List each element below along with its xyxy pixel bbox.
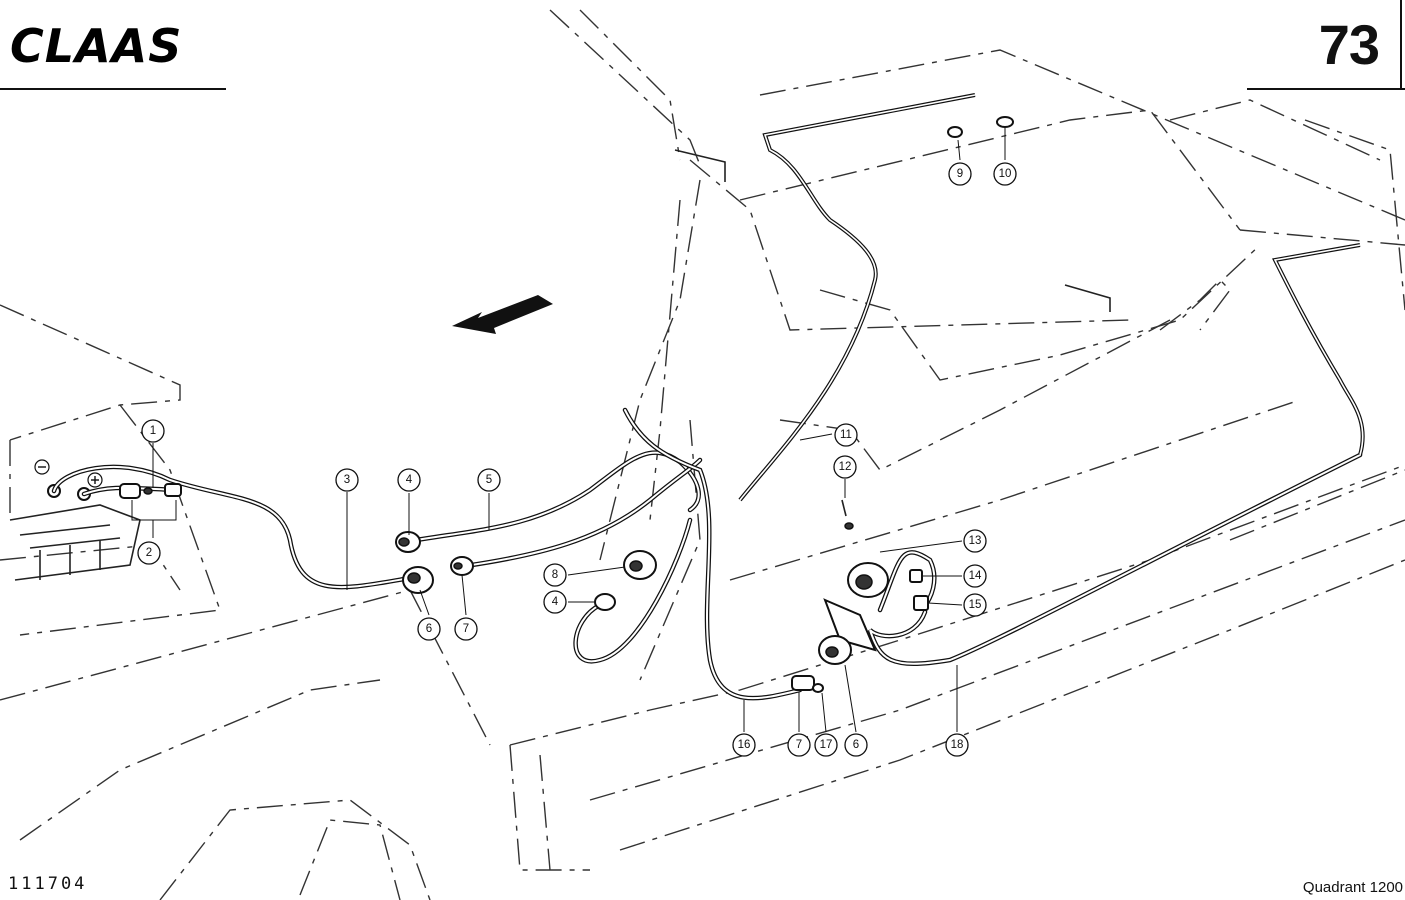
polarity-markers	[34, 459, 103, 488]
callout-3: 3	[335, 468, 359, 492]
leader-lines	[131, 128, 1006, 733]
callout-16: 16	[732, 733, 756, 757]
svg-text:18: 18	[951, 739, 964, 751]
callout-4-upper: 4	[397, 468, 421, 492]
callout-18: 18	[945, 733, 969, 757]
callout-12: 12	[833, 455, 857, 479]
svg-text:1: 1	[150, 425, 156, 437]
header-rule-right	[1247, 88, 1405, 90]
drawing-number: 111704	[8, 874, 88, 894]
claas-logo: CLAAS	[10, 20, 182, 68]
callout-7-lower: 7	[787, 733, 811, 757]
callout-10: 10	[993, 162, 1017, 186]
hoses	[51, 407, 1363, 701]
svg-text:2: 2	[146, 547, 152, 559]
callout-4-lower: 4	[543, 590, 567, 614]
direction-arrow-icon	[452, 295, 553, 334]
frame-right-edge	[1400, 0, 1402, 90]
callout-15: 15	[963, 593, 987, 617]
svg-text:3: 3	[344, 474, 350, 486]
brand-logo-text: CLAAS	[10, 20, 182, 68]
callout-1: 1	[141, 419, 165, 443]
callout-14: 14	[963, 564, 987, 588]
callout-13: 13	[963, 529, 987, 553]
battery-block	[9, 484, 141, 581]
svg-text:16: 16	[738, 739, 751, 751]
svg-text:15: 15	[969, 599, 982, 611]
page-number: 73	[1318, 13, 1380, 76]
callout-7-left: 7	[454, 617, 478, 641]
svg-text:9: 9	[957, 168, 963, 180]
svg-text:6: 6	[853, 739, 859, 751]
svg-text:7: 7	[463, 623, 469, 635]
svg-text:17: 17	[820, 739, 833, 751]
svg-text:4: 4	[406, 474, 413, 486]
callout-2: 2	[137, 541, 161, 565]
svg-text:14: 14	[969, 570, 982, 582]
svg-text:5: 5	[486, 474, 492, 486]
svg-text:7: 7	[796, 739, 802, 751]
callout-9: 9	[948, 162, 972, 186]
svg-text:6: 6	[426, 623, 432, 635]
callout-6-lower: 6	[844, 733, 868, 757]
callout-6-left: 6	[417, 617, 441, 641]
callout-17: 17	[814, 733, 838, 757]
svg-text:8: 8	[552, 569, 558, 581]
callout-11: 11	[834, 423, 858, 447]
svg-text:10: 10	[999, 168, 1012, 180]
callout-5: 5	[477, 468, 501, 492]
svg-text:12: 12	[839, 461, 852, 473]
steel-pipes	[738, 93, 1365, 502]
header-rule-left	[0, 88, 226, 90]
callout-8: 8	[543, 563, 567, 587]
svg-text:11: 11	[840, 429, 852, 441]
svg-text:4: 4	[552, 596, 559, 608]
machine-outline	[0, 9, 1405, 900]
fittings	[119, 116, 1014, 693]
svg-text:13: 13	[969, 535, 982, 547]
model-name: Quadrant 1200	[1302, 879, 1403, 896]
